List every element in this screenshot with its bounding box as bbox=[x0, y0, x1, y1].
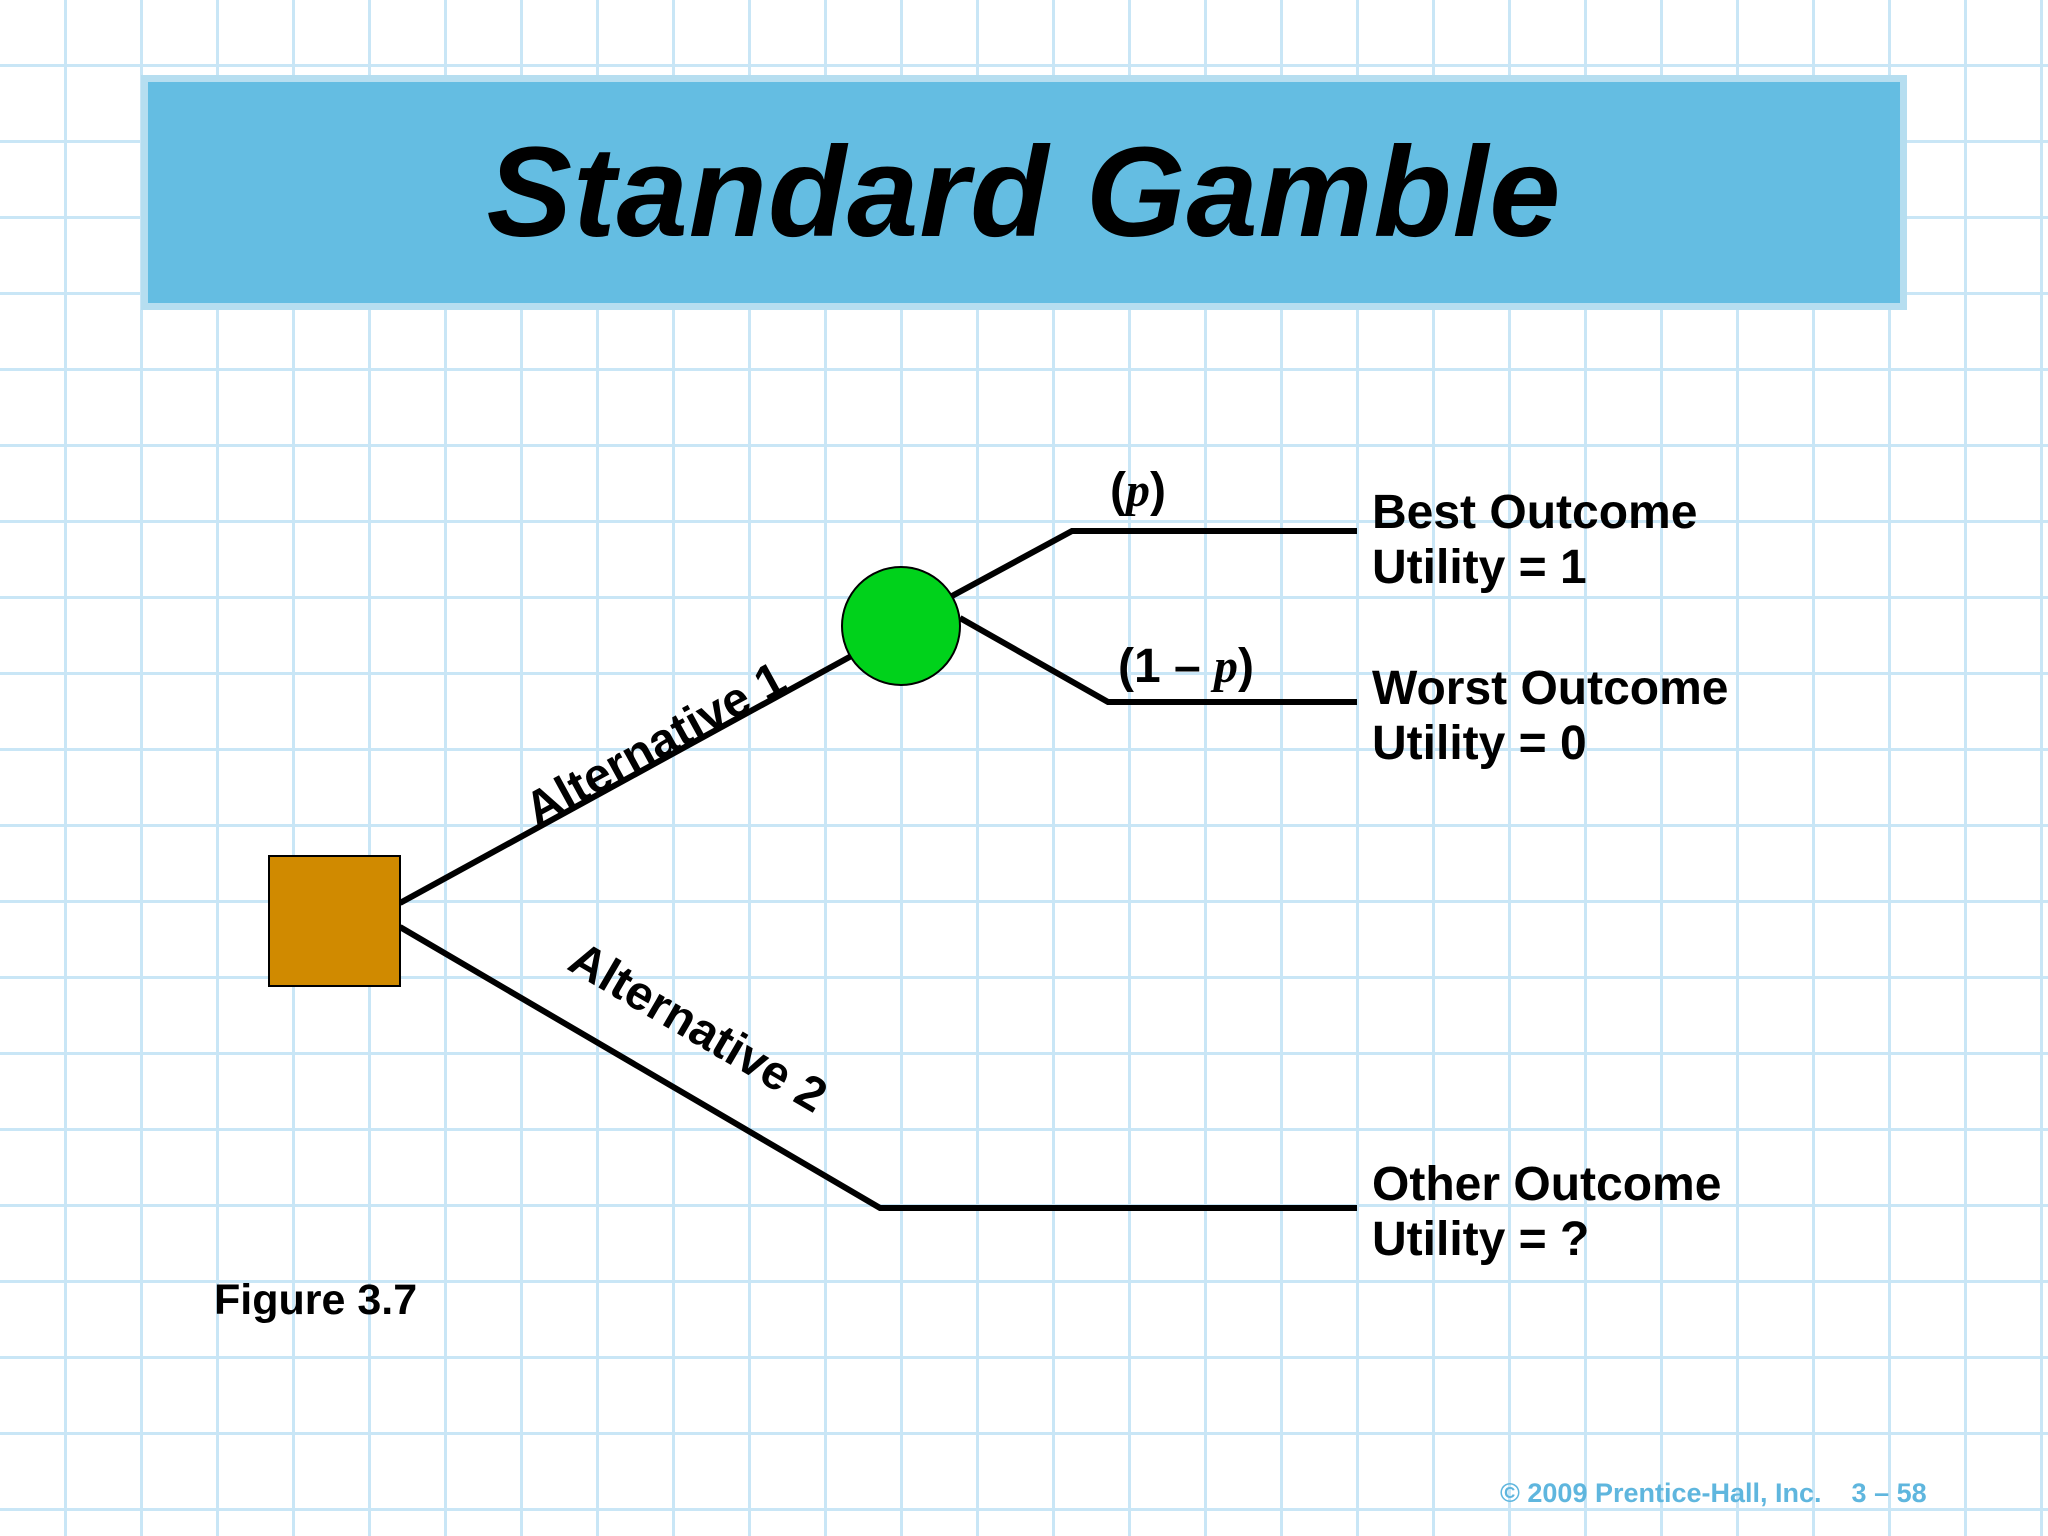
best-outcome-branch bbox=[950, 528, 1357, 599]
probability-1-minus-p-label: (1 – p) bbox=[1118, 640, 1254, 693]
probability-p-open: ( bbox=[1110, 464, 1126, 517]
probability-p-close: ) bbox=[1150, 464, 1166, 517]
footer-page-number: 3 – 58 bbox=[1851, 1478, 1927, 1508]
alternative-2-branch bbox=[398, 924, 1357, 1211]
worst-outcome-branch bbox=[958, 615, 1357, 705]
best-outcome-label: Best Outcome Utility = 1 bbox=[1372, 485, 1697, 595]
worst-outcome-utility: Utility = 0 bbox=[1372, 717, 1587, 770]
title-banner: Standard Gamble bbox=[141, 75, 1907, 310]
alternative-2-label: Alternative 2 bbox=[560, 932, 836, 1123]
best-outcome-name: Best Outcome bbox=[1372, 486, 1698, 539]
footer: © 2009 Prentice-Hall, Inc. 3 – 58 bbox=[1500, 1478, 1927, 1509]
chance-node bbox=[841, 566, 961, 686]
worst-outcome-label: Worst Outcome Utility = 0 bbox=[1372, 661, 1728, 771]
other-outcome-name: Other Outcome bbox=[1372, 1158, 1722, 1211]
alternative-1-branch bbox=[398, 651, 857, 906]
figure-label: Figure 3.7 bbox=[214, 1276, 418, 1324]
other-outcome-utility: Utility = ? bbox=[1372, 1213, 1590, 1266]
probability-1-minus-p-variable: p bbox=[1210, 640, 1238, 693]
probability-p-variable: p bbox=[1122, 464, 1150, 517]
decision-node bbox=[268, 855, 401, 987]
probability-1-minus-p-open: (1 – bbox=[1118, 640, 1214, 693]
page-title: Standard Gamble bbox=[486, 121, 1562, 264]
other-outcome-label: Other Outcome Utility = ? bbox=[1372, 1157, 1721, 1267]
best-outcome-utility: Utility = 1 bbox=[1372, 541, 1587, 594]
probability-p-label: (p) bbox=[1110, 464, 1166, 517]
footer-copyright: © 2009 Prentice-Hall, Inc. bbox=[1500, 1478, 1822, 1508]
alternative-1-label: Alternative 1 bbox=[516, 652, 794, 837]
worst-outcome-name: Worst Outcome bbox=[1372, 662, 1729, 715]
probability-1-minus-p-close: ) bbox=[1238, 640, 1254, 693]
